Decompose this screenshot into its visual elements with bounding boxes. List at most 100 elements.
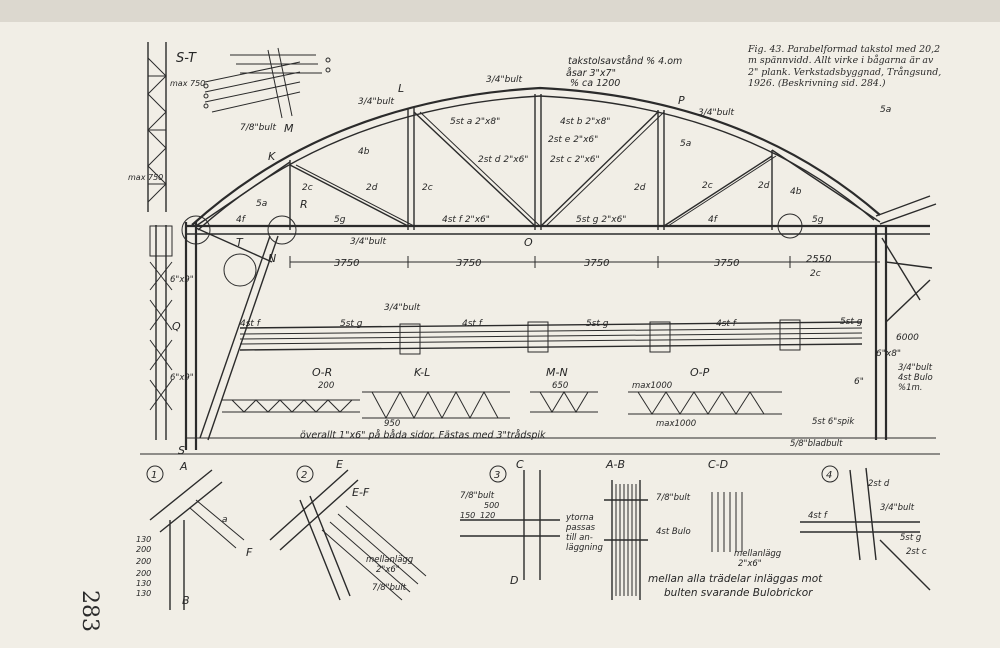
max750-bottom: max 750 [128,173,163,182]
detail-CD: C-D [708,458,728,471]
spik-label: 5st 6"spik [812,417,855,427]
dim-2: 3750 [456,258,481,269]
dim-3: 3750 [584,258,609,269]
detail-dim-4: 130 [136,579,151,588]
lbl-5a-c: 5a [880,105,891,115]
detail-F: F [246,546,253,559]
max750-top: max 750 [170,79,205,88]
d-150: 150 [460,511,475,520]
lbl-5g-b: 5g [812,215,824,225]
mark-N: N [268,252,276,265]
lbl-2c-d: 2c [810,269,821,279]
bolt-78c: 7/8"bult [656,493,691,503]
detail-3-number: 3 [494,470,500,481]
dimension-line: 3750 3750 3750 3750 2550 6000 6"x8" 6"x9… [170,254,933,449]
mark-O: O [524,236,533,249]
bolt-label-left: 3/4"bult [358,97,395,107]
sv-note: överallt 1"x6" på båda sidor, Fästas med… [300,430,546,441]
st-title: S-T [176,51,197,66]
mark-P: P [678,94,685,107]
spacing-line-1: takstolsavstånd % 4.om [568,56,682,67]
chord-5stg-a: 5st g [340,319,363,329]
page-number: 283 [77,590,102,632]
d-120: 120 [480,511,495,520]
dim-post: 6"x8" [876,349,901,359]
dim-1: 3750 [334,258,359,269]
ytorna-3: till an- [566,533,593,543]
dim-col6: 6" [854,377,864,387]
member-4stb: 4st b 2"x8" [560,117,610,127]
main-truss [149,86,937,450]
lbl-2c-b: 2c [422,183,433,193]
chord-5stg-b: 5st g [586,319,609,329]
sv-w650: 650 [552,381,568,391]
detail-A: A [179,460,188,473]
sv-kl: K-L [414,366,430,379]
member-2std: 2st d 2"x6" [478,155,528,165]
detail-note-1: mellan alla trädelar inläggas mot [648,573,823,585]
bolt-right-3: %1m. [898,383,922,393]
d4-5stg: 5st g [900,533,922,543]
lbl-5a-b: 5a [680,139,691,149]
mark-S: S [178,444,185,457]
lbl-4b: 4b [358,147,370,157]
paper-edge [0,0,1000,22]
lbl-2d-b: 2d [634,183,646,193]
mellan-1b: 2"x6" [376,565,400,575]
member-4stf: 4st f 2"x6" [442,215,490,225]
d4-2std: 2st d [868,479,890,489]
detail-4-number: 4 [826,470,832,481]
detail-a: a [222,515,228,525]
figure-caption: Fig. 43.Parabelformad takstol med 20,2 m… [748,44,944,90]
bolt-78b: 7/8"bult [460,491,495,501]
bladbult-label: 5/8"bladbult [790,439,843,449]
ytorna-1: ytorna [565,513,594,523]
figure-caption-text: Parabelformad takstol med 20,2 m spännvi… [748,44,942,90]
d4-4stf: 4st f [808,511,829,521]
detail-s-t: S-T max 750 max 750 [128,42,205,212]
lbl-4f-b: 4f [708,215,719,225]
detail-note-2: bulten svarande Bulobrickor [664,587,813,599]
chord-5stg-c: 5st g [840,317,863,327]
lbl-2d-a: 2d [366,183,378,193]
mellan-2b: 2"x6" [738,559,762,569]
detail-E: E [336,458,343,471]
chord-bolt: 3/4"bult [384,303,421,313]
detail-dim-1: 200 [136,545,151,554]
detail-dim-5: 130 [136,589,151,598]
dim-post2: 6"x9" [170,275,194,285]
ytorna-4: läggning [566,543,603,553]
mark-R: R [300,198,308,211]
member-5stg: 5st g 2"x6" [576,215,626,225]
lbl-2c-c: 2c [702,181,713,191]
bolt-right-2: 4st Bulo [898,373,933,383]
mark-T: T [236,236,244,249]
detail-2-number: 2 [301,470,307,481]
ytorna-2: passas [565,523,596,533]
mark-M: M [284,122,294,135]
section-views: O-R K-L M-N O-P 200 950 650 max1000 max1… [222,366,782,441]
bolt-right: 3/4"bult [898,363,933,373]
figure-number: Fig. 43. [748,44,785,55]
mellan-2: mellanlägg [734,549,782,559]
lbl-4f-a: 4f [236,215,247,225]
lbl-4b-b: 4b [790,187,802,197]
mark-K: K [268,150,276,163]
dim-post3: 6"x9" [170,373,194,383]
bolt-label-right: 3/4"bult [698,108,735,118]
chord-4stf-c: 4st f [716,319,738,329]
bottom-details: 1 A B a 130 200 200 200 130 130 2 E F E-… [136,453,940,610]
lbl-5a: 5a [256,199,267,209]
mellan-1: mellanlägg [366,555,414,565]
sv-w950: 950 [384,419,400,429]
detail-EF: E-F [352,486,370,499]
lbl-2c-a: 2c [302,183,313,193]
bolt-label-bottom: 3/4"bult [350,237,387,247]
detail-1-number: 1 [151,470,157,481]
detail-AB: A-B [605,458,625,471]
member-2ste: 2st e 2"x6" [548,135,598,145]
sv-op: O-P [690,366,710,379]
detail-exploded-joint: 7/8"bult [203,47,331,133]
sv-max1000a: max1000 [632,381,672,391]
